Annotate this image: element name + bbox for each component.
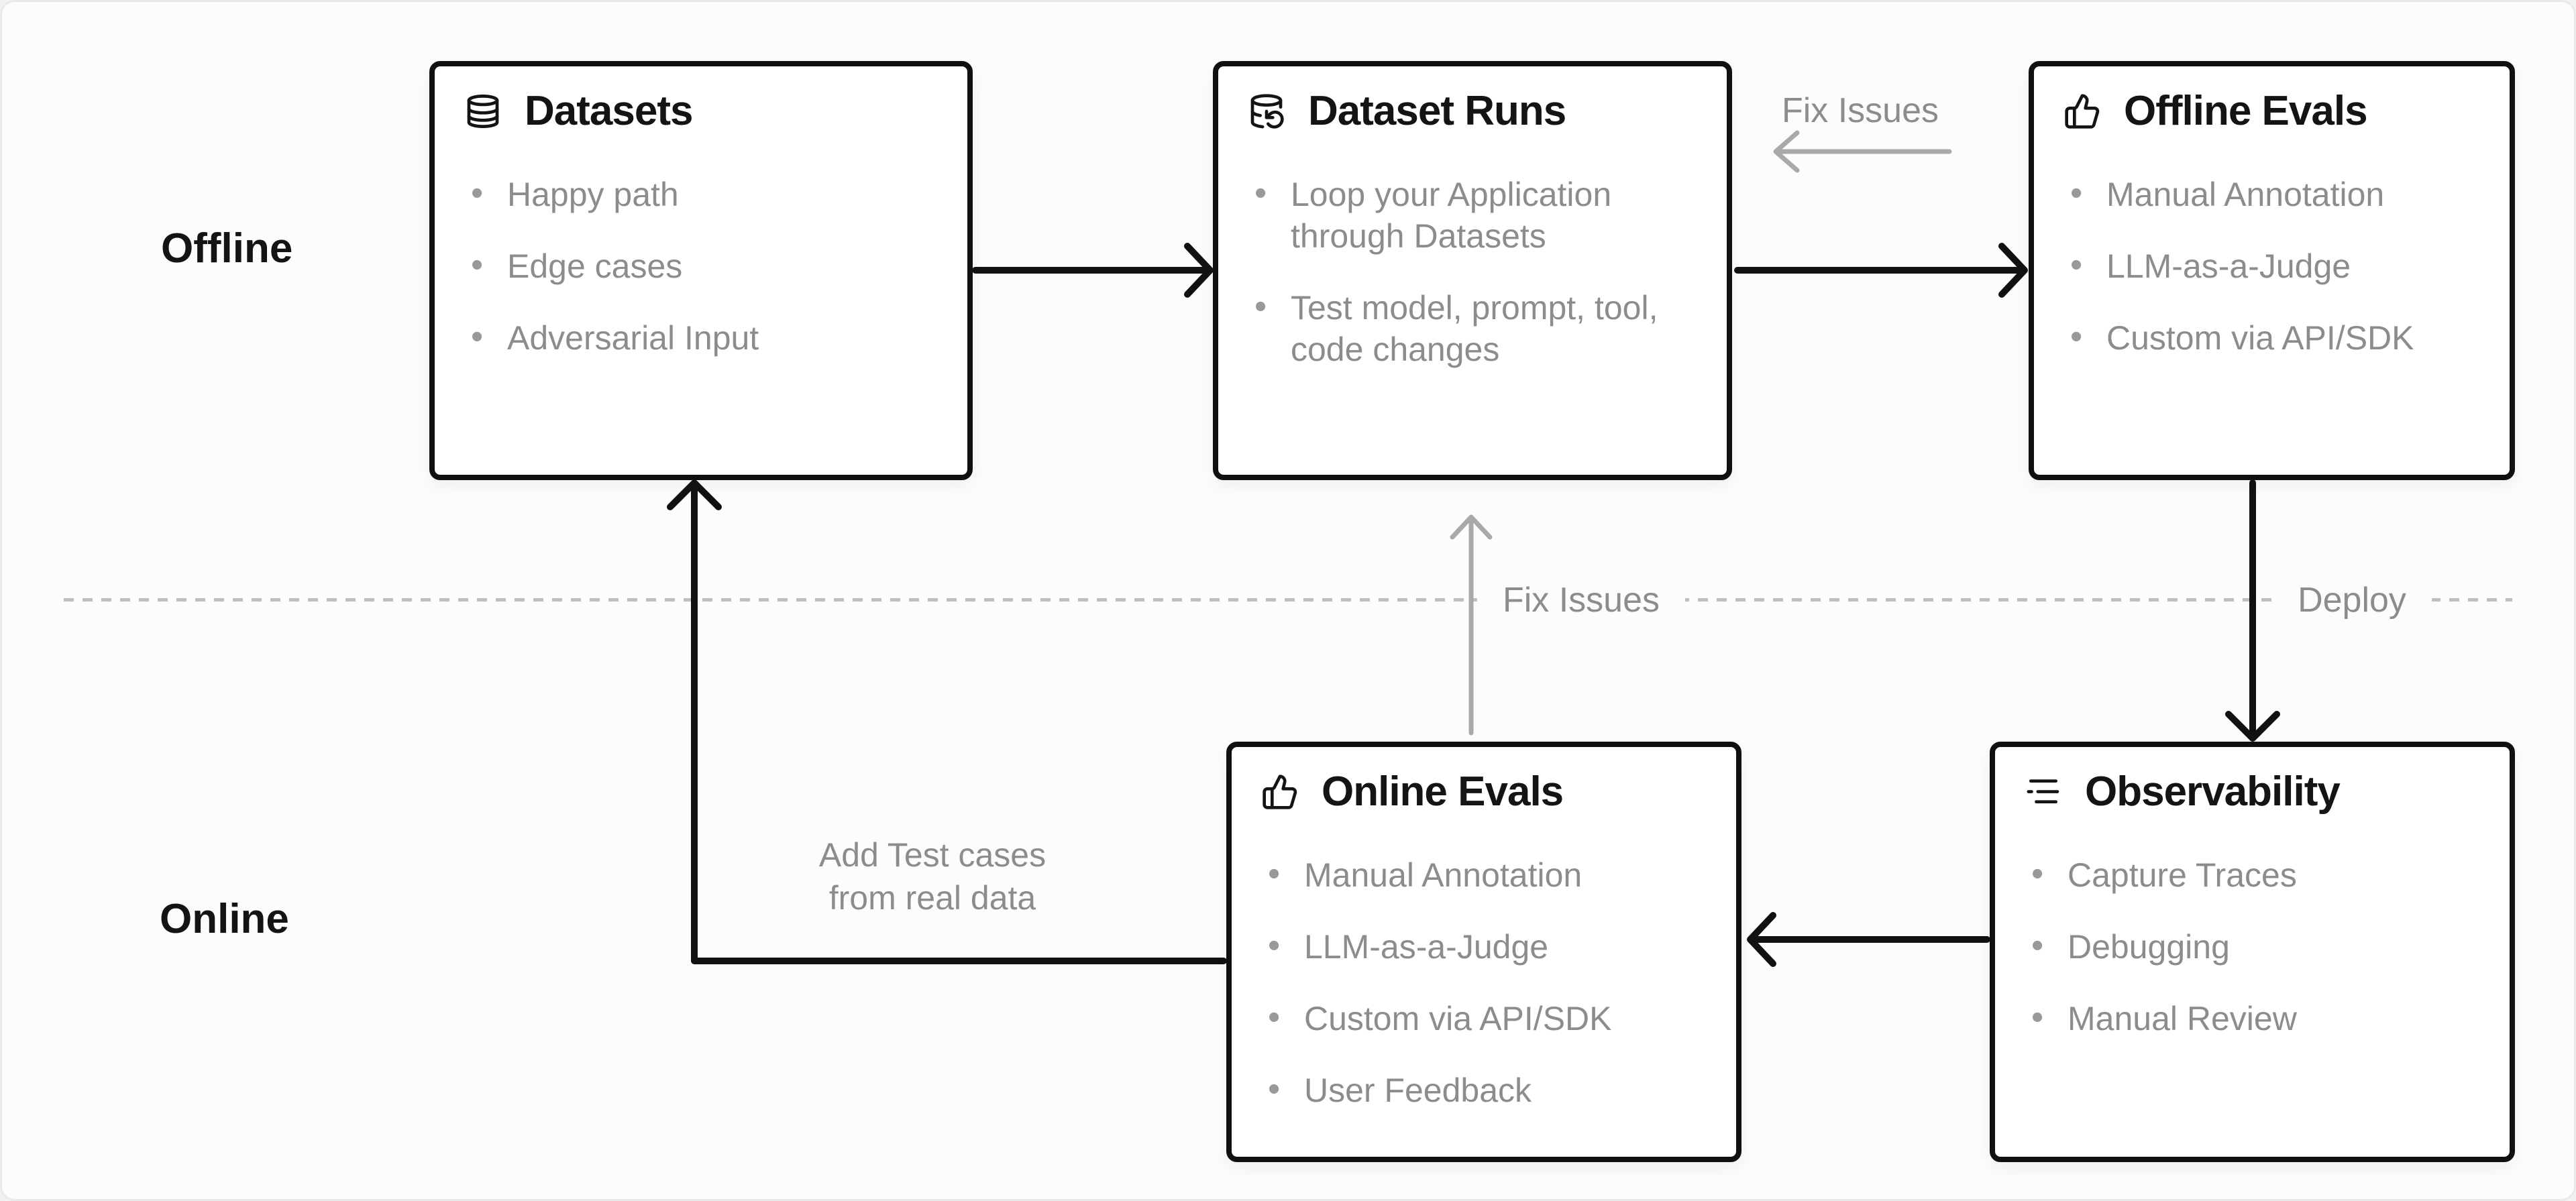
offline-section-label: Offline [161,225,293,272]
dataset-runs-card-title: Dataset Runs [1308,88,1566,134]
list-item: Capture Traces [2026,853,2487,896]
arrow-dataset-runs-to-offline-evals [1734,243,2028,298]
list-item: Happy path [466,172,945,215]
dataset-runs-card-header: Dataset Runs [1248,87,1727,136]
dataset-runs-card-list: Loop your Application through Datasets T… [1218,172,1727,370]
add-test-cases-line1: Add Test cases [818,836,1046,874]
online-evals-card-title: Online Evals [1322,768,1564,815]
trace-logs-icon [2027,779,2059,804]
thumbs-up-icon [2065,94,2100,129]
arrow-observability-to-online-evals [1747,912,1990,967]
datasets-card-title: Datasets [525,88,693,134]
datasets-card-list: Happy path Edge cases Adversarial Input [435,172,967,359]
list-item: Loop your Application through Datasets [1249,172,1704,257]
fix-issues-divider-label: Fix Issues [1477,579,1686,622]
arrow-fix-issues-middle [1450,514,1493,736]
online-evals-card-header: Online Evals [1261,767,1736,817]
online-evals-card-list: Manual Annotation LLM-as-a-Judge Custom … [1232,853,1736,1111]
arrow-datasets-to-dataset-runs [972,243,1214,298]
list-item: Debugging [2026,925,2487,968]
online-section-label: Online [160,896,289,942]
list-item: Custom via API/SDK [1263,996,1713,1039]
dataset-runs-card: Dataset Runs Loop your Application throu… [1213,61,1732,480]
observability-card-title: Observability [2085,768,2341,815]
online-evals-card: Online Evals Manual Annotation LLM-as-a-… [1226,742,1741,1162]
list-item: Test model, prompt, tool, code changes [1249,286,1704,370]
offline-evals-card: Offline Evals Manual Annotation LLM-as-a… [2029,61,2515,480]
list-item: Adversarial Input [466,316,945,359]
database-rerun-icon [1250,94,1284,129]
arrow-fix-issues-top [1773,130,1952,173]
thumbs-up-icon [1263,775,1297,809]
offline-online-divider [64,598,2512,602]
offline-evals-card-header: Offline Evals [2063,87,2510,136]
arrow-offline-evals-to-observability [2225,479,2280,742]
list-item: User Feedback [1263,1068,1713,1111]
list-item: LLM-as-a-Judge [1263,925,1713,968]
list-item: LLM-as-a-Judge [2065,244,2487,287]
add-test-cases-label: Add Test cases from real data [819,834,1046,919]
datasets-card-header: Datasets [464,87,967,136]
list-item: Manual Annotation [2065,172,2487,215]
observability-card-header: Observability [2025,767,2510,817]
database-icon [467,95,499,128]
fix-issues-top-label: Fix Issues [1781,91,1939,130]
observability-card: Observability Capture Traces Debugging M… [1990,742,2515,1162]
observability-card-list: Capture Traces Debugging Manual Review [1995,853,2510,1039]
add-test-cases-line2: from real data [828,879,1036,917]
list-item: Manual Annotation [1263,853,1713,896]
list-item: Custom via API/SDK [2065,316,2487,359]
deploy-label: Deploy [2272,579,2432,622]
list-item: Manual Review [2026,996,2487,1039]
offline-evals-card-list: Manual Annotation LLM-as-a-Judge Custom … [2034,172,2510,359]
datasets-card: Datasets Happy path Edge cases Adversari… [429,61,973,480]
list-item: Edge cases [466,244,945,287]
offline-evals-card-title: Offline Evals [2124,88,2368,134]
